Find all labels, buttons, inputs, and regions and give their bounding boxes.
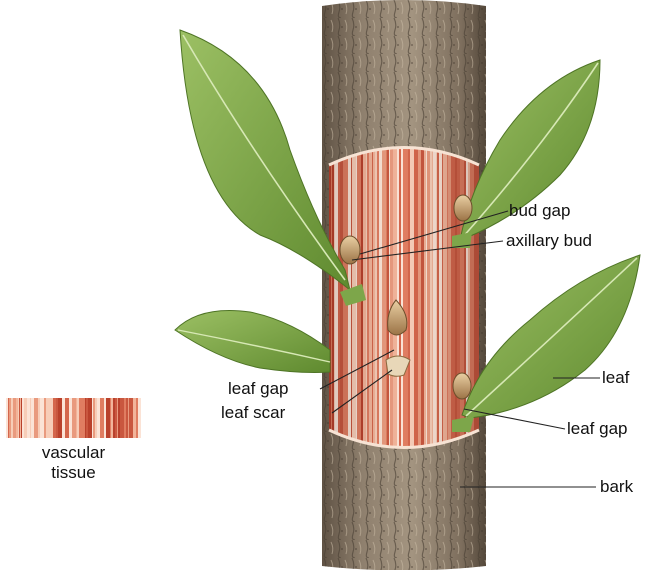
label-leaf-scar: leaf scar (221, 403, 285, 423)
legend-line-2: tissue (6, 463, 141, 483)
legend-line-1: vascular (6, 443, 141, 463)
label-axillary-bud: axillary bud (506, 231, 592, 251)
bud-lower-right (453, 373, 471, 399)
legend-label: vascular tissue (6, 443, 141, 483)
bud-upper-right (454, 195, 472, 221)
legend-vascular-swatch (6, 398, 141, 438)
label-bark: bark (600, 477, 633, 497)
label-leaf-gap-right: leaf gap (567, 419, 628, 439)
leaf-lower-left (175, 310, 330, 372)
label-leaf: leaf (602, 368, 629, 388)
label-leaf-gap-left: leaf gap (228, 379, 289, 399)
label-bud-gap: bud gap (509, 201, 570, 221)
